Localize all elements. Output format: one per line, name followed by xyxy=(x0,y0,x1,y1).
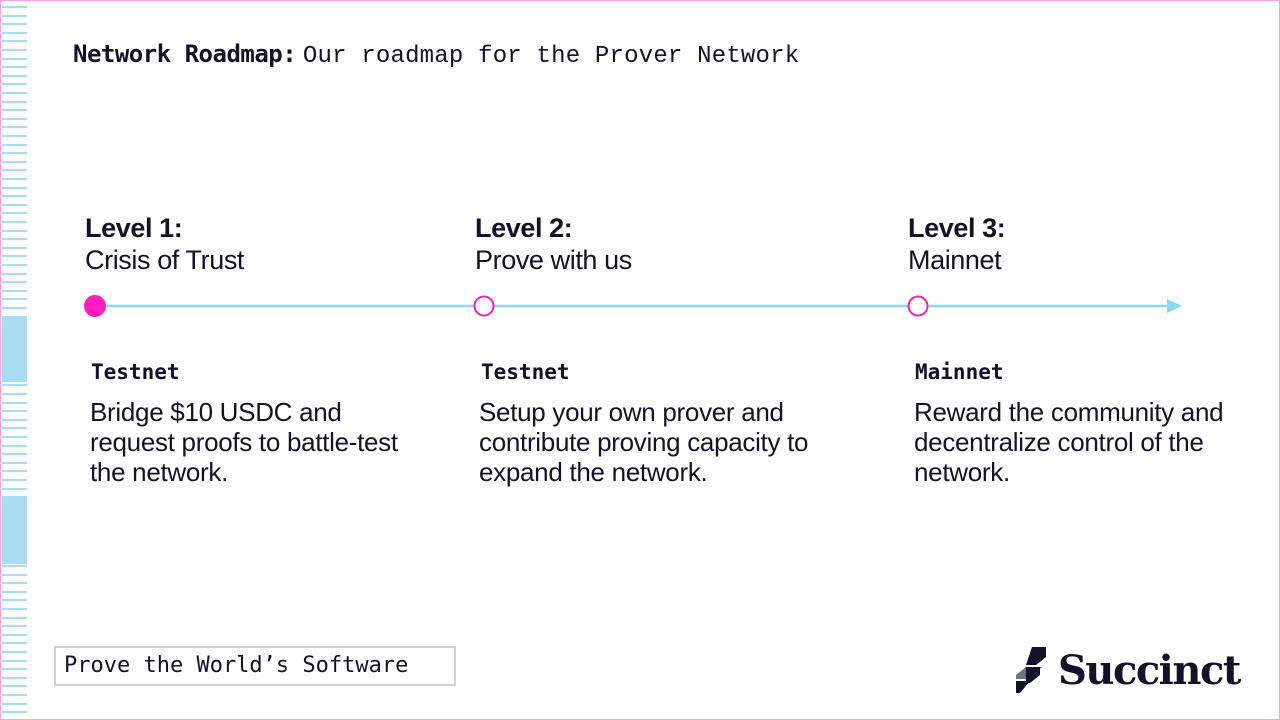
ruler-tick xyxy=(2,625,27,628)
ruler-tick xyxy=(2,633,27,636)
level-1-title: Level 1: xyxy=(85,213,183,243)
ruler-tick xyxy=(2,642,27,645)
level-2-title: Level 2: xyxy=(475,213,573,243)
header-subtitle: Our roadmap for the Prover Network xyxy=(302,43,800,70)
ruler-tick xyxy=(2,401,27,404)
ruler-tick xyxy=(2,461,27,464)
level-1-stage: Testnet xyxy=(91,360,180,384)
ruler-tick xyxy=(2,57,27,60)
succinct-logo-icon xyxy=(1016,647,1046,693)
milestone-dot-level-3 xyxy=(907,295,929,317)
ruler-tick xyxy=(2,49,27,51)
ruler-tick xyxy=(2,264,27,266)
level-3-title: Level 3: xyxy=(908,213,1006,243)
ruler-tick xyxy=(2,470,27,473)
ruler-tick xyxy=(2,393,27,395)
ruler-tick xyxy=(2,117,27,120)
ruler-highlight xyxy=(2,498,27,564)
ruler-tick xyxy=(2,616,27,619)
ruler-tick xyxy=(2,694,27,696)
level-1-name: Crisis of Trust xyxy=(85,245,245,275)
ruler-tick xyxy=(2,100,27,103)
ruler-tick xyxy=(2,229,27,232)
milestone-dot-level-1 xyxy=(84,295,106,317)
milestone-dot-level-2 xyxy=(473,295,495,317)
ruler-tick xyxy=(2,178,27,180)
ruler-tick xyxy=(2,676,27,679)
timeline-arrowhead xyxy=(1167,299,1182,313)
level-2-description: Setup your own prover and contribute pro… xyxy=(479,397,809,487)
ruler-tick xyxy=(2,289,27,292)
ruler-highlight xyxy=(2,316,27,382)
ruler-tick xyxy=(2,160,27,163)
ruler-tick xyxy=(2,126,27,129)
ruler-tick xyxy=(2,6,27,8)
ruler-tick xyxy=(2,143,27,146)
ruler-tick xyxy=(2,651,27,653)
ruler-tick xyxy=(2,83,27,86)
level-3-description: Reward the community and decentralize co… xyxy=(914,397,1224,487)
ruler-tick xyxy=(2,66,27,69)
level-2-name: Prove with us xyxy=(475,245,632,275)
ruler-tick xyxy=(2,221,27,223)
ruler-tick xyxy=(2,479,27,481)
ruler-tick xyxy=(2,135,27,137)
ruler-tick xyxy=(2,496,27,499)
tagline-box: Prove the World’s Software xyxy=(54,646,456,686)
ruler-tick xyxy=(2,14,27,17)
ruler-tick xyxy=(2,169,27,172)
ruler-tick xyxy=(2,384,27,387)
level-1-description: Bridge $10 USDC and request proofs to ba… xyxy=(90,397,398,487)
header-title: Network Roadmap: xyxy=(73,40,297,68)
ruler-tick xyxy=(2,418,27,421)
ruler-tick xyxy=(2,702,27,705)
ruler-tick xyxy=(2,565,27,567)
ruler-tick xyxy=(2,31,27,34)
ruler-tick xyxy=(2,246,27,249)
level-2-stage: Testnet xyxy=(481,360,570,384)
ruler-tick xyxy=(2,410,27,413)
ruler-tick xyxy=(2,599,27,602)
level-2-heading: Level 2: Prove with us xyxy=(475,212,632,276)
page-header: Network Roadmap: Our roadmap for the Pro… xyxy=(73,40,799,70)
ruler-tick xyxy=(2,109,27,112)
ruler-tick xyxy=(2,453,27,456)
brand-name: Succinct xyxy=(1058,646,1241,694)
level-3-heading: Level 3: Mainnet xyxy=(908,212,1006,276)
ruler-tick xyxy=(2,272,27,275)
brand-logo: Succinct xyxy=(1012,644,1241,696)
ruler-tick xyxy=(2,281,27,284)
ruler-tick xyxy=(2,23,27,26)
ruler-tick xyxy=(2,444,27,447)
ruler-tick xyxy=(2,436,27,438)
ruler-tick xyxy=(2,195,27,198)
ruler-tick xyxy=(2,74,27,77)
ruler-tick xyxy=(2,427,27,430)
side-ruler xyxy=(0,0,30,720)
ruler-tick xyxy=(2,212,27,215)
ruler-tick xyxy=(2,298,27,301)
ruler-tick xyxy=(2,307,27,309)
ruler-tick xyxy=(2,152,27,155)
ruler-tick xyxy=(2,711,27,714)
ruler-tick xyxy=(2,40,27,43)
ruler-tick xyxy=(2,659,27,662)
level-3-stage: Mainnet xyxy=(915,360,1004,384)
ruler-tick xyxy=(2,590,27,593)
ruler-tick xyxy=(2,685,27,688)
level-3-name: Mainnet xyxy=(908,245,1002,275)
ruler-tick xyxy=(2,203,27,206)
ruler-tick xyxy=(2,255,27,258)
ruler-tick xyxy=(2,668,27,671)
ruler-tick xyxy=(2,186,27,189)
ruler-tick xyxy=(2,608,27,610)
ruler-tick xyxy=(2,238,27,241)
ruler-tick xyxy=(2,582,27,585)
ruler-tick xyxy=(2,92,27,94)
ruler-tick xyxy=(2,487,27,490)
level-1-heading: Level 1: Crisis of Trust xyxy=(85,212,244,276)
ruler-tick xyxy=(2,573,27,576)
